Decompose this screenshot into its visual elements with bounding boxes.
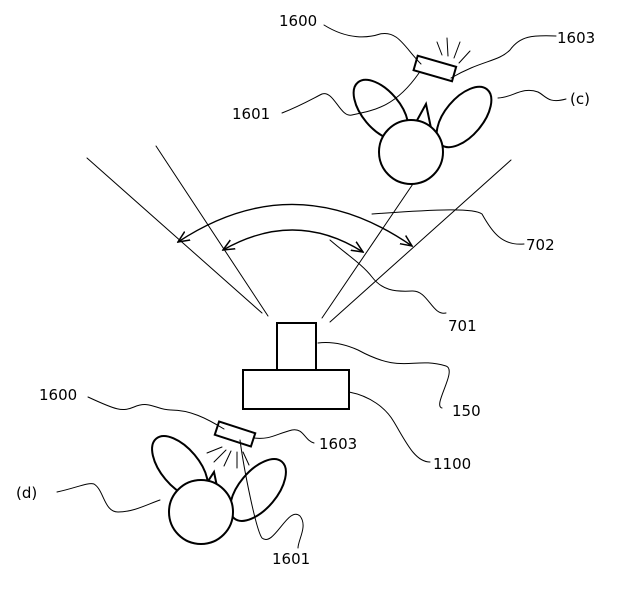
label-light-bottom: 1603 [319,435,357,453]
labels: 1600 1603 1601 (c) 702 701 150 1100 1600… [16,12,595,568]
light-rays-top [437,38,470,63]
label-light-top: 1603 [557,29,595,47]
person-bottom-head [169,480,233,544]
field-of-view-lines [87,146,511,322]
inner-range-arc [223,230,363,252]
camera-head [277,323,316,370]
outer-range-arc [178,204,412,246]
camera-base [243,370,349,409]
label-person-bottom: 1601 [272,550,310,568]
person-top-head [379,120,443,184]
camera [243,323,349,409]
label-view-d: (d) [16,484,37,502]
device-top [414,56,457,81]
label-view-c: (c) [570,90,590,108]
label-device-bottom: 1600 [39,386,77,404]
label-range-inner: 701 [448,317,477,335]
device-bottom [215,421,255,446]
label-camera-base: 1100 [433,455,471,473]
person-bottom [142,421,297,544]
label-camera-head: 150 [452,402,481,420]
label-person-top: 1601 [232,105,270,123]
label-device-top: 1600 [279,12,317,30]
label-range-outer: 702 [526,236,555,254]
